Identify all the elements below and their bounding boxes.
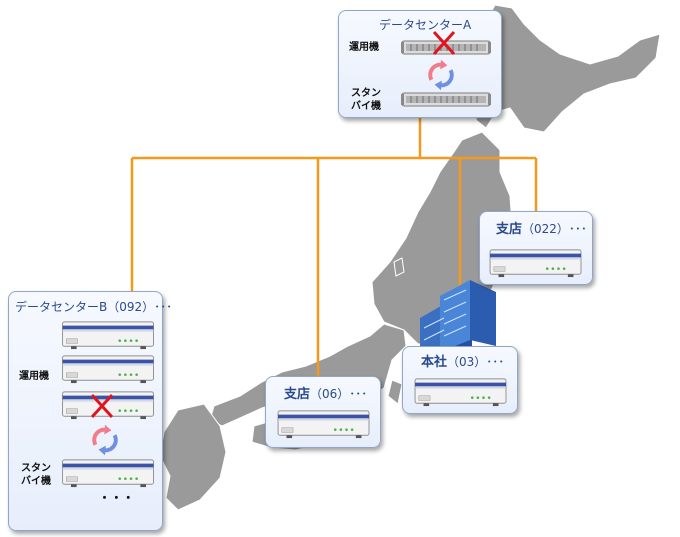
datacenter-b-title: データセンターB（092）･･･ [15,298,172,315]
datacenter-a-standby-label: スタン バイ機 [351,88,381,112]
datacenter-b-standby-label: スタン バイ機 [21,463,51,487]
branch-022-title: 支店（022）･･･ [496,218,587,237]
voice-gateway-device-icon [276,409,372,439]
hokkaido-island [475,4,661,133]
datacenter-b-active-label: 運用機 [19,371,49,382]
more-devices-indicator: ･ ･ ･ [101,491,132,507]
headquarters-code: （03）･･･ [447,355,505,369]
datacenter-a-panel: データセンターA 運用機 スタン バイ機 [338,10,502,118]
server-rack-icon [401,91,491,109]
failure-x-icon [90,393,114,419]
voice-gateway-device-icon [413,377,509,407]
datacenter-a-title: データセンターA [379,18,472,32]
datacenter-b-panel: データセンターB（092）･･･ 運用機 スタン バイ機 ･ ･ ･ [8,291,172,531]
sado-island [393,257,405,277]
failover-arrows-icon [425,59,457,91]
voice-gateway-device-icon [61,458,156,488]
failover-arrows-icon [89,424,121,456]
headquarters-panel: 本社（03）･･･ [402,346,518,414]
branch-022-code: （022）･･･ [522,222,587,236]
branch-06-name: 支店 [284,387,311,402]
headquarters-title: 本社（03）･･･ [421,351,504,370]
voice-gateway-device-icon [488,248,584,278]
kyushu-island [159,403,227,511]
branch-06-code: （06）･･･ [310,387,368,401]
branch-06-title: 支店（06）･･･ [284,383,367,402]
datacenter-a-active-label: 運用機 [349,42,379,53]
izu-peninsula [387,379,403,405]
datacenter-b-code: （092）･･･ [107,300,173,314]
datacenter-b-name: データセンターB [15,300,108,314]
failure-x-icon [432,30,456,56]
headquarters-name: 本社 [421,355,448,370]
branch-06-panel: 支店（06）･･･ [265,376,381,448]
voice-gateway-device-icon [61,320,156,350]
branch-022-name: 支店 [496,222,523,237]
branch-022-panel: 支店（022）･･･ [479,211,593,285]
voice-gateway-device-icon [61,354,156,384]
